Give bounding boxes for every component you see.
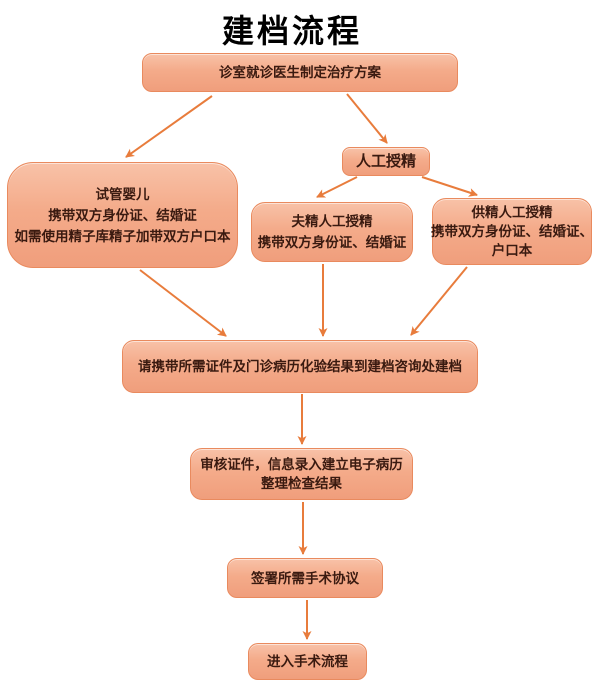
node-aih-husband-sperm-documents: 夫精人工授精 携带双方身份证、结婚证 [251, 202, 413, 262]
arrow-ai-to-aid [421, 176, 478, 197]
page-title: 建档流程 [221, 13, 362, 49]
arrow-consult-to-ai [346, 93, 388, 144]
node-line: 携带双方身份证、结婚证 [48, 207, 197, 223]
node-line: 携带双方身份证、结婚证、 [431, 224, 593, 239]
node-archive-consultation-desk: 请携带所需证件及门诊病历化验结果到建档咨询处建档 [122, 340, 478, 393]
node-consult-room-treatment-plan: 诊室就诊医生制定治疗方案 [142, 53, 458, 92]
node-line: 请携带所需证件及门诊病历化验结果到建档咨询处建档 [138, 359, 462, 374]
node-line: 试管婴儿 [95, 186, 150, 202]
node-line: 人工授精 [355, 153, 416, 170]
node-line: 携带双方身份证、结婚证 [257, 235, 407, 250]
node-artificial-insemination: 人工授精 [342, 147, 430, 176]
node-ivf-documents: 试管婴儿 携带双方身份证、结婚证 如需使用精子库精子加带双方户口本 [7, 162, 238, 268]
node-line: 审核证件，信息录入建立电子病历 [200, 457, 403, 472]
arrow-ai-to-aih [316, 176, 358, 198]
node-line: 整理检查结果 [261, 476, 342, 491]
arrow-ivf-to-archive [139, 269, 227, 337]
arrow-aid-to-archive [410, 266, 468, 336]
node-enter-surgery-process: 进入手术流程 [248, 643, 367, 680]
node-line: 签署所需手术协议 [251, 570, 359, 586]
node-line: 夫精人工授精 [291, 214, 373, 229]
node-review-documents-ehr-entry: 审核证件，信息录入建立电子病历 整理检查结果 [190, 448, 413, 500]
node-line: 诊室就诊医生制定治疗方案 [219, 65, 381, 80]
node-line: 供精人工授精 [471, 205, 553, 220]
node-sign-surgery-agreements: 签署所需手术协议 [227, 558, 383, 598]
node-line: 进入手术流程 [267, 654, 348, 669]
arrow-consult-to-ivf [125, 95, 213, 158]
node-line: 户口本 [491, 243, 533, 258]
node-aid-donor-sperm-documents: 供精人工授精 携带双方身份证、结婚证、 户口本 [431, 198, 593, 265]
node-line: 如需使用精子库精子加带双方户口本 [14, 228, 231, 244]
